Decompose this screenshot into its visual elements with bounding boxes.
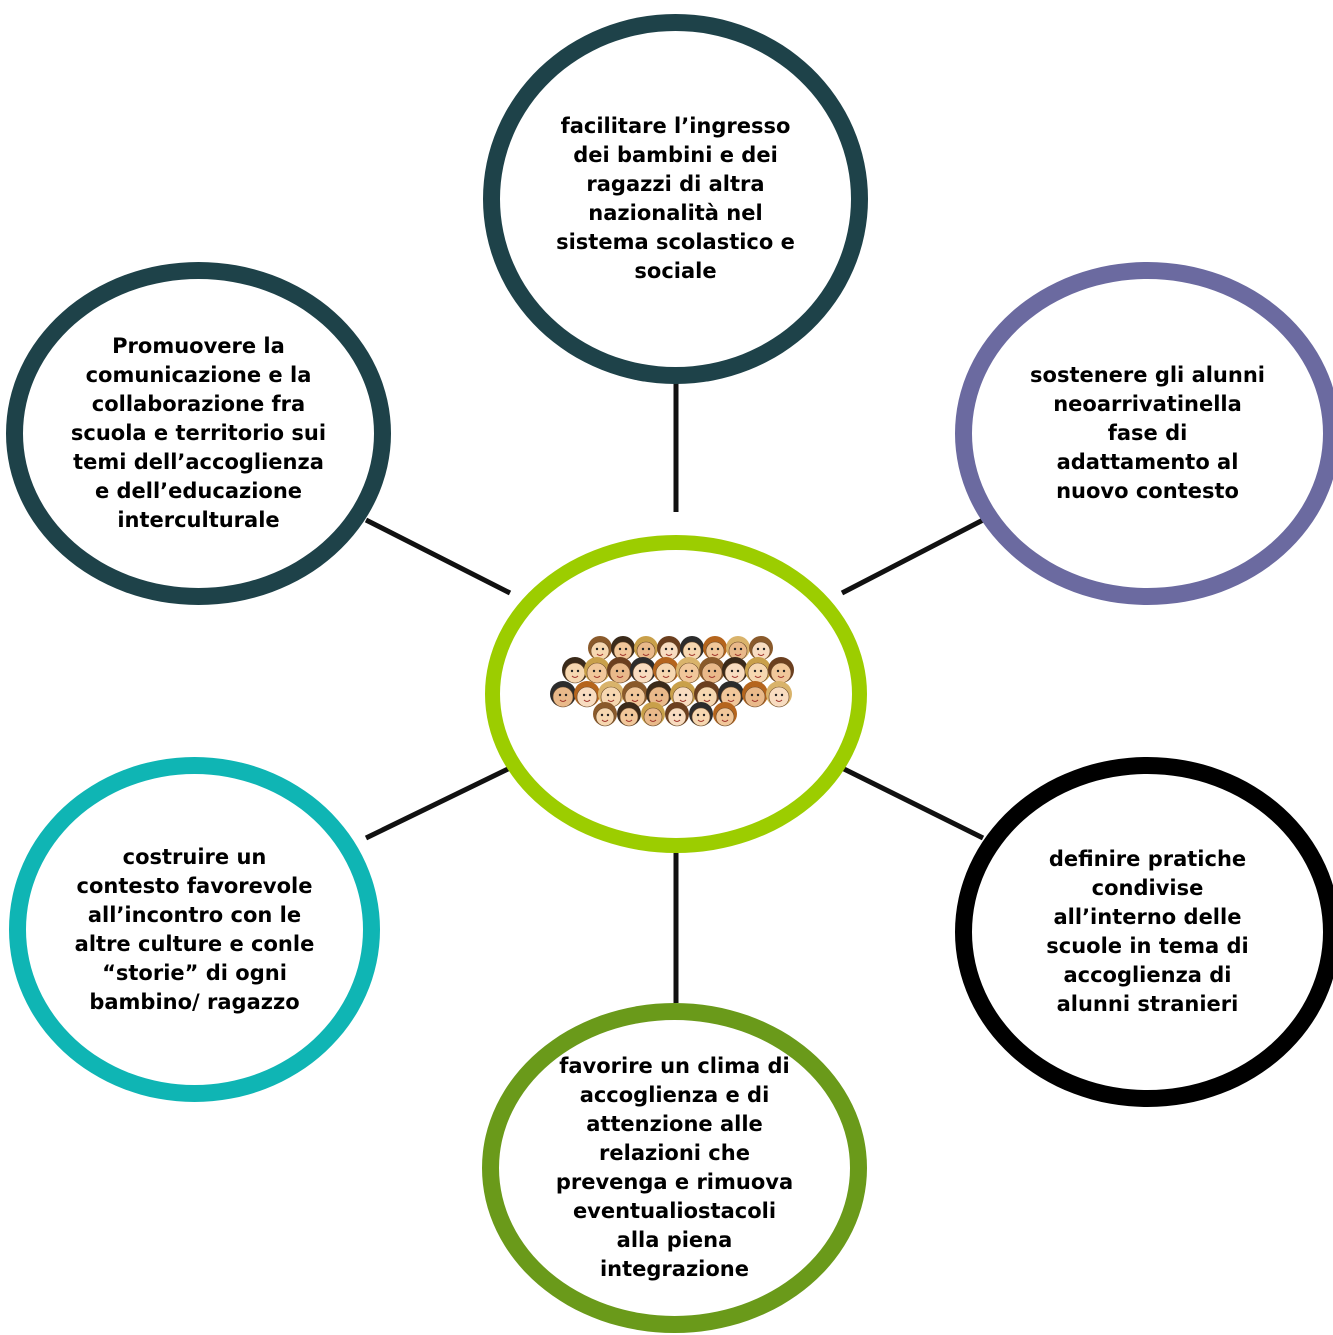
node-lower-left: costruire un contesto favorevole all’inc… (9, 757, 380, 1102)
child-face (699, 657, 725, 684)
child-face (646, 681, 672, 708)
child-face (622, 681, 648, 708)
node-upper-left: Promuovere la comunicazione e la collabo… (6, 262, 391, 605)
child-face (703, 636, 727, 661)
node-upper-right-text: sostenere gli alunni neoarrivatinella fa… (1030, 363, 1265, 503)
child-face (749, 636, 773, 661)
child-face (653, 657, 679, 684)
connector-upright (840, 517, 985, 596)
child-face (641, 702, 665, 727)
child-face (689, 702, 713, 727)
child-face (598, 681, 624, 708)
child-face (584, 657, 610, 684)
connector-upleft (364, 517, 512, 596)
child-face (726, 636, 750, 661)
child-face (670, 681, 696, 708)
node-bottom-text: favorire un clima di accoglienza e di at… (555, 1054, 794, 1281)
child-face (766, 681, 792, 708)
child-face (768, 657, 794, 684)
child-face (550, 681, 576, 708)
child-face (630, 657, 656, 684)
node-upper-right: sostenere gli alunni neoarrivatinella fa… (955, 262, 1333, 605)
node-lower-right-text: definire pratiche condivise all’interno … (1046, 847, 1249, 1016)
node-bottom: favorire un clima di accoglienza e di at… (482, 1003, 867, 1333)
node-upper-left-text: Promuovere la comunicazione e la collabo… (70, 334, 327, 532)
child-face (680, 636, 704, 661)
child-face (574, 681, 600, 708)
child-face (634, 636, 658, 661)
child-face (607, 657, 633, 684)
node-top: facilitare l’ingresso dei bambini e dei … (483, 14, 868, 384)
child-face (742, 681, 768, 708)
child-face (588, 636, 612, 661)
child-face (617, 702, 641, 727)
child-face (694, 681, 720, 708)
child-face (611, 636, 635, 661)
node-top-text: facilitare l’ingresso dei bambini e dei … (556, 114, 795, 283)
node-lower-right: definire pratiche condivise all’interno … (955, 757, 1333, 1107)
node-lower-left-text: costruire un contesto favorevole all’inc… (74, 844, 315, 1014)
connector-downleft (364, 765, 512, 841)
child-face (722, 657, 748, 684)
child-face (676, 657, 702, 684)
child-face (665, 702, 689, 727)
children-faces-crowd-icon (550, 636, 794, 727)
child-face (718, 681, 744, 708)
child-face (745, 657, 771, 684)
child-face (593, 702, 617, 727)
child-face (713, 702, 737, 727)
child-face (657, 636, 681, 661)
child-face (562, 657, 588, 684)
connector-downright (840, 765, 985, 841)
